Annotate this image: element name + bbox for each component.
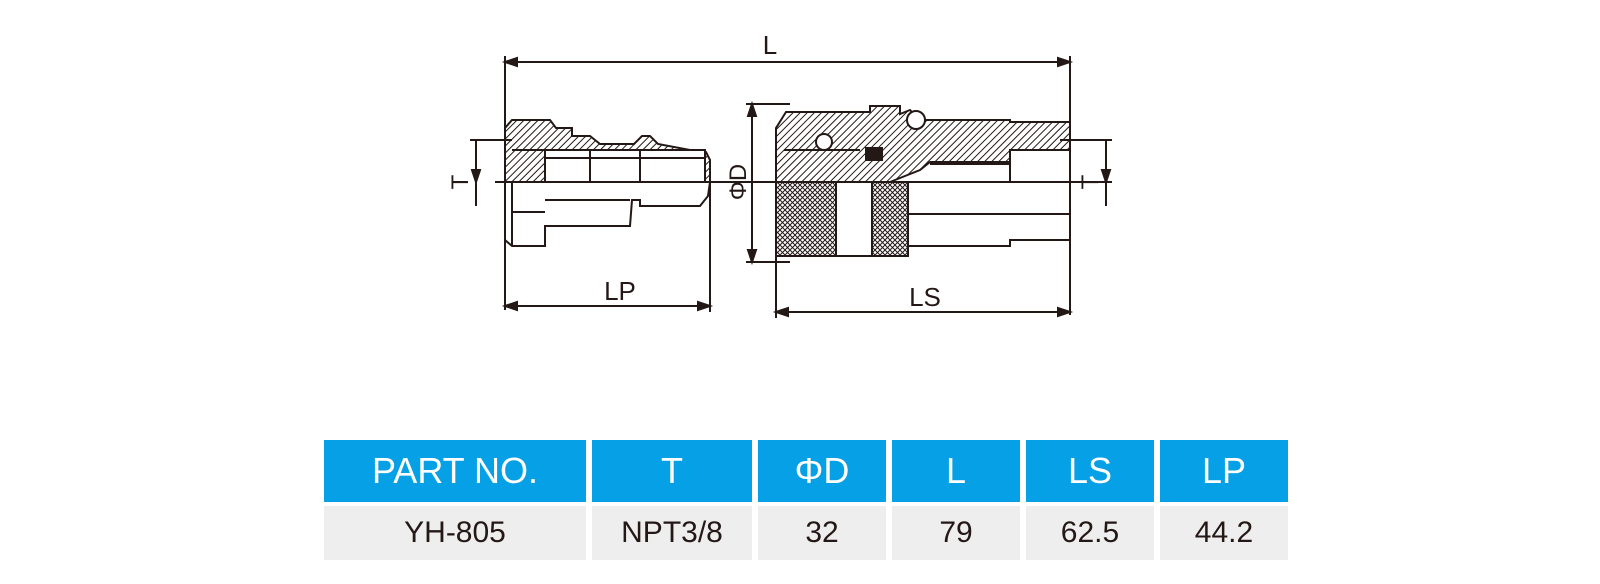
cell-d: 32 — [758, 506, 886, 560]
cell-t: NPT3/8 — [592, 506, 752, 560]
table-header-row: PART NO. T ΦD L LS LP — [324, 440, 1288, 506]
table-row: YH-805 NPT3/8 32 79 62.5 44.2 — [324, 506, 1288, 560]
header-lp: LP — [1160, 440, 1288, 506]
cell-part-no: YH-805 — [324, 506, 586, 560]
dim-label-t-right: T — [1077, 174, 1104, 189]
dim-label-ls: LS — [909, 282, 941, 312]
dim-label-t-left: T — [447, 174, 474, 189]
header-part-no: PART NO. — [324, 440, 586, 506]
header-ls: LS — [1026, 440, 1154, 506]
cell-l: 79 — [892, 506, 1020, 560]
dim-label-d: ΦD — [725, 164, 752, 200]
spec-table: PART NO. T ΦD L LS LP YH-805 NPT3/8 32 7… — [318, 440, 1294, 560]
dim-label-lp: LP — [604, 276, 636, 306]
coupler-technical-drawing: L LP LS ΦD T T — [447, 30, 1112, 318]
dim-label-l: L — [763, 30, 777, 60]
header-t: T — [592, 440, 752, 506]
cell-lp: 44.2 — [1160, 506, 1288, 560]
cell-ls: 62.5 — [1026, 506, 1154, 560]
header-d: ΦD — [758, 440, 886, 506]
header-l: L — [892, 440, 1020, 506]
